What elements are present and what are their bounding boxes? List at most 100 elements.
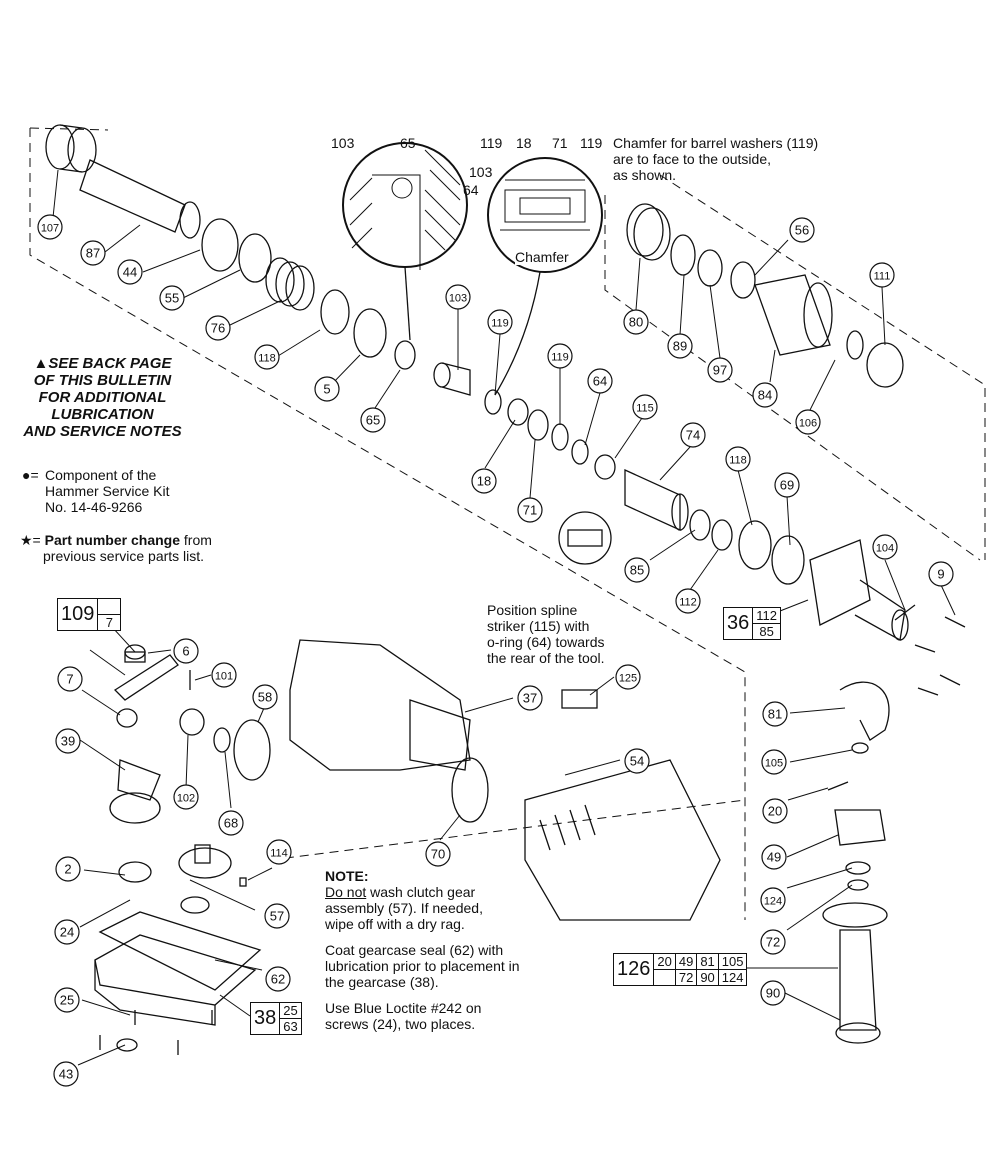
- callout-c72: 72: [760, 929, 786, 955]
- legend-star-bold: Part number change: [44, 532, 180, 548]
- part-38-gear-cover: [94, 934, 257, 1026]
- part-crank-rod: [113, 654, 179, 701]
- chamfer-note-line1: Chamfer for barrel washers (119): [613, 135, 819, 151]
- callout-circle: [211, 662, 237, 688]
- kit-126-r2c1: [654, 969, 675, 985]
- callout-circle: [265, 966, 291, 992]
- callout-c114: 114: [266, 839, 292, 865]
- callout-circle: [53, 1061, 79, 1087]
- callout-number: 119: [491, 318, 509, 330]
- callout-number: 105: [765, 758, 783, 770]
- part-2-bearing: [118, 861, 152, 883]
- callout-c9: 9: [928, 561, 954, 587]
- callout-c58: 58: [252, 684, 278, 710]
- callout-c20: 20: [762, 798, 788, 824]
- callout-number: 87: [86, 246, 100, 261]
- callout-c54: 54: [624, 748, 650, 774]
- callout-circle: [762, 798, 788, 824]
- callout-number: 119: [551, 352, 569, 364]
- callout-circle: [587, 368, 613, 394]
- callout-number: 112: [679, 597, 697, 609]
- callout-number: 44: [123, 265, 137, 280]
- callout-circle: [789, 217, 815, 243]
- callout-circle: [266, 839, 292, 865]
- callout-c111: 111: [869, 262, 895, 288]
- assembly-dashed-lines: [29, 127, 986, 920]
- callout-circle: [795, 409, 821, 435]
- note-p2-line1: Coat gearcase seal (62) with: [325, 942, 504, 958]
- callout-c105: 105: [761, 749, 787, 775]
- part-111-cap: [866, 342, 904, 388]
- part-81-band: [839, 681, 890, 741]
- callout-circle: [37, 214, 63, 240]
- callout-circle: [760, 929, 786, 955]
- callout-c104: 104: [872, 534, 898, 560]
- callout-circle: [517, 497, 543, 523]
- callout-number: 6: [182, 644, 189, 659]
- callout-number: 102: [177, 793, 195, 805]
- callout-number: 24: [60, 925, 74, 940]
- callout-number: 111: [874, 271, 891, 283]
- callout-number: 37: [523, 691, 537, 706]
- callout-number: 72: [766, 935, 780, 950]
- part-36-front-housing: [809, 539, 909, 642]
- callout-number: 89: [673, 339, 687, 354]
- callout-c69: 69: [774, 472, 800, 498]
- callout-c70: 70: [425, 841, 451, 867]
- part-57-clutch-gear: [178, 844, 232, 879]
- legend-dot-line1: Component of the: [45, 467, 157, 483]
- callout-c118b: 118: [725, 446, 751, 472]
- part-105-pin-head: [851, 742, 869, 754]
- kit-126-r1c2: 49: [674, 954, 696, 969]
- leader-lines: [51, 169, 956, 1066]
- part-bearing-lower: [180, 896, 210, 914]
- callout-circle: [55, 856, 81, 882]
- callout-c85: 85: [624, 557, 650, 583]
- callout-c62: 62: [265, 966, 291, 992]
- callout-circle: [205, 315, 231, 341]
- callout-number: 56: [795, 223, 809, 238]
- part-74-cylinder: [624, 468, 689, 532]
- back-page-line1: ▲SEE BACK PAGE: [33, 355, 172, 372]
- note-p3-line1: Use Blue Loctite #242 on: [325, 1000, 482, 1016]
- callout-circle: [547, 343, 573, 369]
- callout-circle: [264, 903, 290, 929]
- legend-part-change: ★= Part number change from previous serv…: [20, 532, 212, 564]
- part-62-seal: [98, 911, 262, 991]
- callout-circle: [752, 382, 778, 408]
- callout-c39: 39: [55, 728, 81, 754]
- callout-circle: [80, 240, 106, 266]
- callout-circle: [425, 841, 451, 867]
- callout-number: 7: [66, 672, 73, 687]
- callout-c87: 87: [80, 240, 106, 266]
- callout-number: 43: [59, 1067, 73, 1082]
- callout-number: 55: [165, 291, 179, 306]
- callout-circle: [254, 344, 280, 370]
- legend-dot-line2: Hammer Service Kit: [45, 483, 170, 499]
- callout-number: 49: [767, 850, 781, 865]
- detail-label-119-right: 119: [580, 135, 603, 151]
- chamfer-note-line2: are to face to the outside,: [613, 151, 771, 167]
- part-84-nose-sleeve: [754, 274, 833, 356]
- detail-label-65a: 65: [400, 135, 416, 151]
- legend-star-symbol: ★=: [20, 532, 41, 548]
- callout-number: 54: [630, 754, 644, 769]
- kit-126-r2c2: 72: [674, 969, 697, 985]
- part-118-washer-mid: [738, 520, 772, 570]
- callout-c81: 81: [762, 701, 788, 727]
- part-44-washer: [201, 218, 239, 272]
- detail-65-hatch: [349, 149, 461, 270]
- callout-number: 20: [768, 804, 782, 819]
- detail-circle-chamfer: [487, 157, 603, 273]
- back-page-line4: LUBRICATION: [51, 406, 154, 423]
- part-118-washer-top: [320, 289, 350, 335]
- callout-number: 107: [41, 223, 59, 235]
- callout-c97: 97: [707, 357, 733, 383]
- spline-note-line1: Position spline: [487, 602, 578, 618]
- part-124-washer: [845, 861, 871, 875]
- part-37-gearcase: [289, 639, 471, 771]
- part-6-bearing: [124, 644, 146, 663]
- back-page-note: ▲SEE BACK PAGE OF THIS BULLETIN FOR ADDI…: [20, 355, 185, 440]
- detail-label-64a: 64: [463, 182, 479, 198]
